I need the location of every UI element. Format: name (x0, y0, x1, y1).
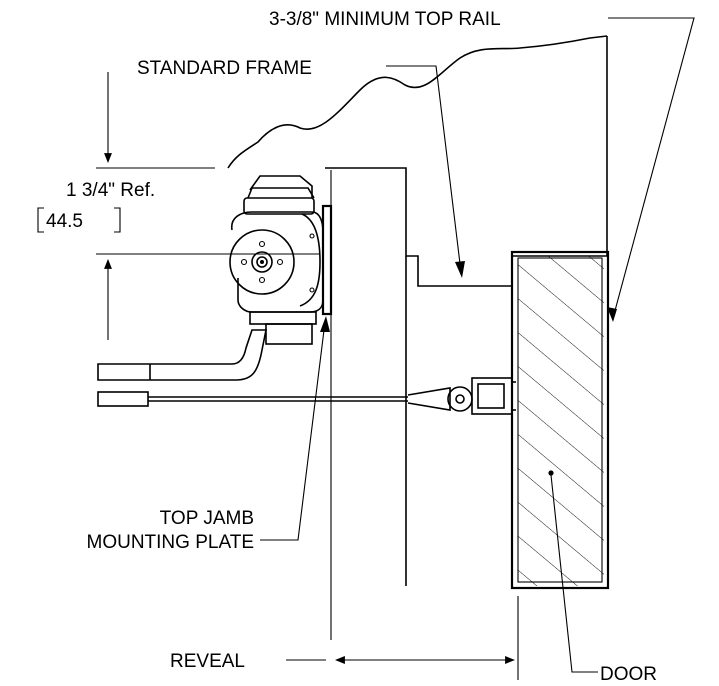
dimension-ref-label: 1 3/4" Ref. (66, 180, 155, 201)
leaders (260, 17, 695, 673)
mounting-plate (321, 170, 333, 640)
top-rail-label: 3-3/8" MINIMUM TOP RAIL (269, 9, 501, 30)
dimension-height: 1 3/4" Ref. 44.5 (37, 72, 320, 340)
mounting-plate-label-line1: TOP JAMB (160, 508, 254, 529)
standard-frame-label: STANDARD FRAME (137, 58, 312, 79)
door (510, 250, 610, 590)
mounting-plate-label-line2: MOUNTING PLATE (87, 532, 255, 553)
reveal-label: REVEAL (170, 651, 245, 672)
standard-frame (227, 35, 608, 586)
dimension-metric-label: 44.5 (46, 211, 83, 232)
door-leader-dot (548, 470, 554, 476)
door-label: DOOR (600, 664, 657, 685)
closer-body (229, 175, 324, 345)
closer-arms (97, 329, 516, 415)
dimension-reveal: REVEAL (170, 596, 519, 680)
